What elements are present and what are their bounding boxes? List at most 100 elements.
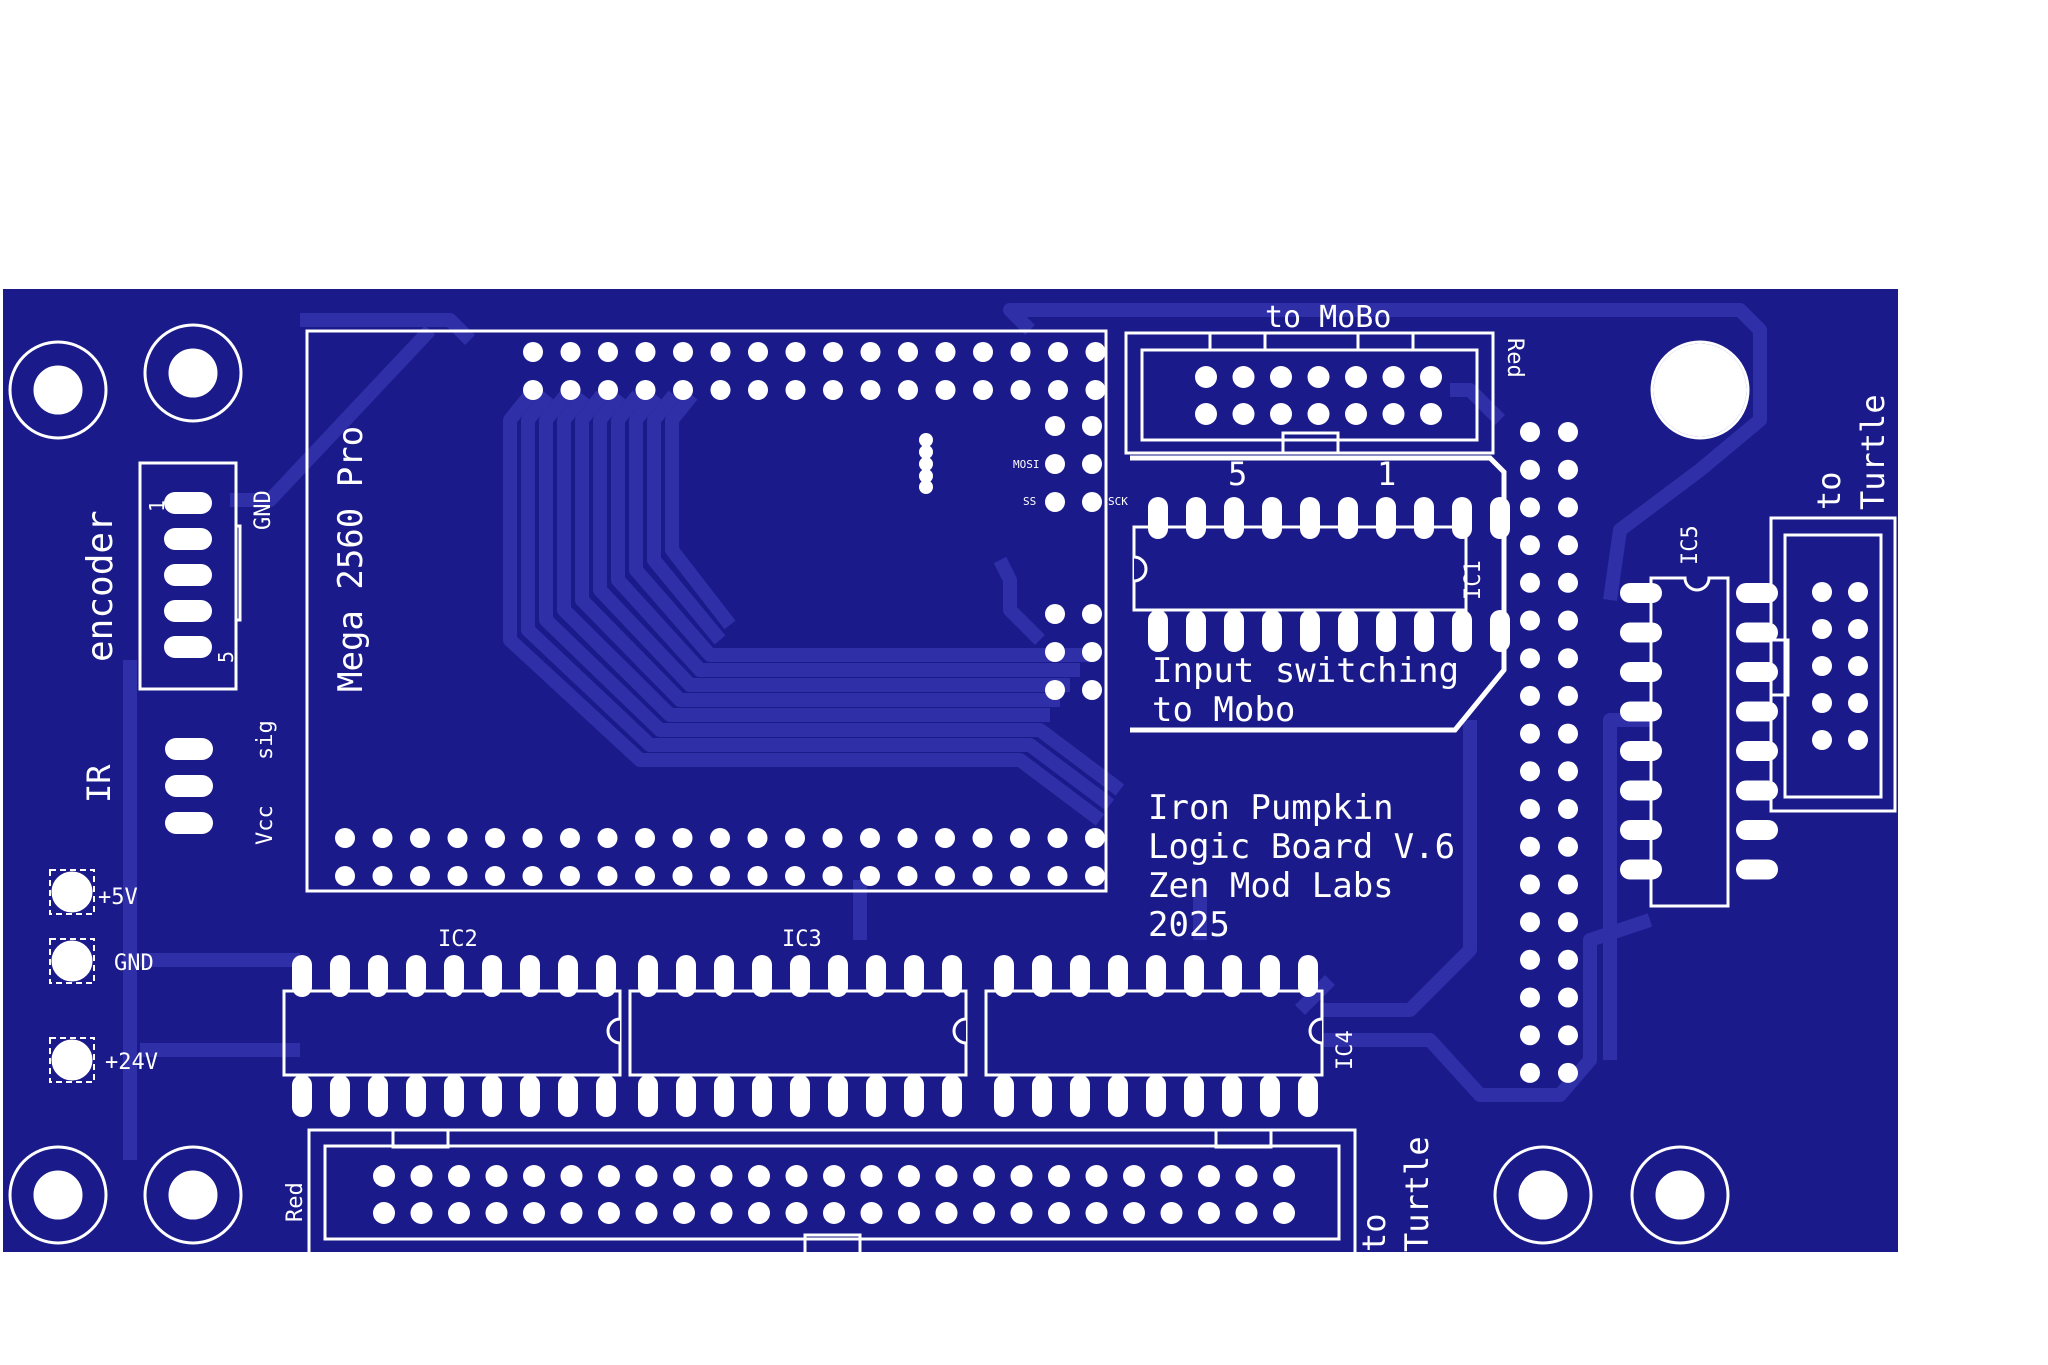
turtle-bottom-pad [1273,1202,1295,1224]
turtle-bottom-pad [823,1165,845,1187]
turtle-bottom-pad [635,1202,658,1224]
mega-pad [522,828,543,848]
ic5-pin [1736,662,1778,682]
mega-outline [305,329,1108,893]
power-pads [49,869,95,1083]
ic1-pin [1452,610,1472,652]
turtle-bottom-pad [373,1165,395,1187]
encoder-label: encoder [80,510,121,662]
mega-pad [1010,380,1031,400]
ic5-pin [1620,820,1662,840]
ic1-pin [1452,497,1472,539]
mega-pad [747,828,768,848]
ic3-pin [942,955,962,997]
mega-pad [598,380,618,400]
mega-pad [823,380,843,400]
mega-pad [335,828,355,848]
mega-pad [1082,454,1102,474]
turtle-right-pad [1848,619,1868,639]
ir-label: IR [80,764,118,803]
mega-pad [710,380,731,400]
ic5-pin [1620,701,1662,722]
ic3-pin [828,1075,848,1117]
ic1-pin [1148,497,1168,539]
ic1-pin [1300,497,1320,539]
mega-pad [919,445,933,459]
input-switching-label-2: to Mobo [1152,690,1295,730]
pin-1-label: 1 [1377,455,1396,493]
ic4-pin [1146,1075,1166,1117]
mega-pad [1010,866,1030,886]
turtle-bottom-pad [410,1202,433,1224]
ic5-footprint [1620,576,1778,908]
turtle-bottom-pad [373,1202,395,1224]
board-title-2: Logic Board V.6 [1148,827,1455,867]
ic3-pin [790,1075,810,1117]
ic4-pin [1070,1075,1090,1117]
mega-pad [1010,342,1031,362]
header-pad [1520,422,1540,442]
mega-pad [1082,416,1102,436]
turtle-right-pad [1848,730,1868,750]
ic4-pin [1298,955,1318,997]
ic5-pin [1736,741,1778,761]
mega-pad [1085,380,1106,400]
turtle-bottom-pad [448,1165,470,1187]
ic2-pin [292,955,312,997]
plus5v-label: +5V [98,885,138,910]
ic2-pin [482,1075,502,1117]
plus24v-label: +24V [105,1050,158,1075]
mega-pad [823,342,843,362]
ic2-pin [368,1075,388,1117]
mega-pad [485,828,505,848]
header-pad [1520,761,1540,782]
mobo-pad [1195,366,1217,388]
header-pad [1558,912,1578,933]
to-turtle-bottom-label-1: to [1355,1213,1393,1252]
to-turtle-right-label-1: to [1810,471,1848,510]
gnd-label: GND [114,951,154,976]
mobo-pad [1382,366,1405,388]
mega-pad [410,828,430,848]
ic3-pin [866,1075,886,1117]
ss-label: SS [1023,495,1036,508]
turtle-bottom-pad [635,1165,658,1187]
turtle-right-connector [1769,516,1897,813]
mega-pad [597,828,618,848]
header-pad [1558,836,1578,857]
ic4-pin [1108,955,1128,997]
turtle-bottom-pad [598,1165,620,1187]
mega-pad [1085,866,1105,886]
mega-pad [447,828,468,848]
ic1-pin [1262,610,1282,652]
ic5-pin [1620,583,1662,603]
mobo-pad [1420,366,1442,388]
header-pad [1558,422,1578,442]
ic4-pin [1108,1075,1128,1117]
mega-pad [1048,380,1068,400]
mega-pad [860,380,881,400]
ic2-footprint [282,955,622,1117]
mega-pad [1047,828,1068,848]
ic1-pin [1376,497,1396,539]
mega-pad [635,866,655,886]
mount-hole-bl1 [8,1145,108,1245]
ic5-pin [1736,701,1778,722]
ic2-pin [292,1075,312,1117]
turtle-bottom-pad [448,1202,470,1224]
mega-pad [898,342,918,362]
mega-pad [785,380,806,400]
turtle-bottom-pad [485,1202,508,1224]
ic1-pin [1224,610,1244,652]
right-header-pads [1520,422,1578,1083]
mobo-pad [1195,403,1217,425]
turtle-right-pads [1812,582,1868,750]
ic4-label: IC4 [1333,1030,1358,1070]
copper-traces [123,303,1767,1160]
mount-hole-br1 [1493,1145,1593,1245]
ic4-pin [1222,955,1242,997]
turtle-bottom-pads [373,1165,1295,1224]
mega-pad [1010,828,1030,848]
turtle-bottom-pad [823,1202,845,1224]
